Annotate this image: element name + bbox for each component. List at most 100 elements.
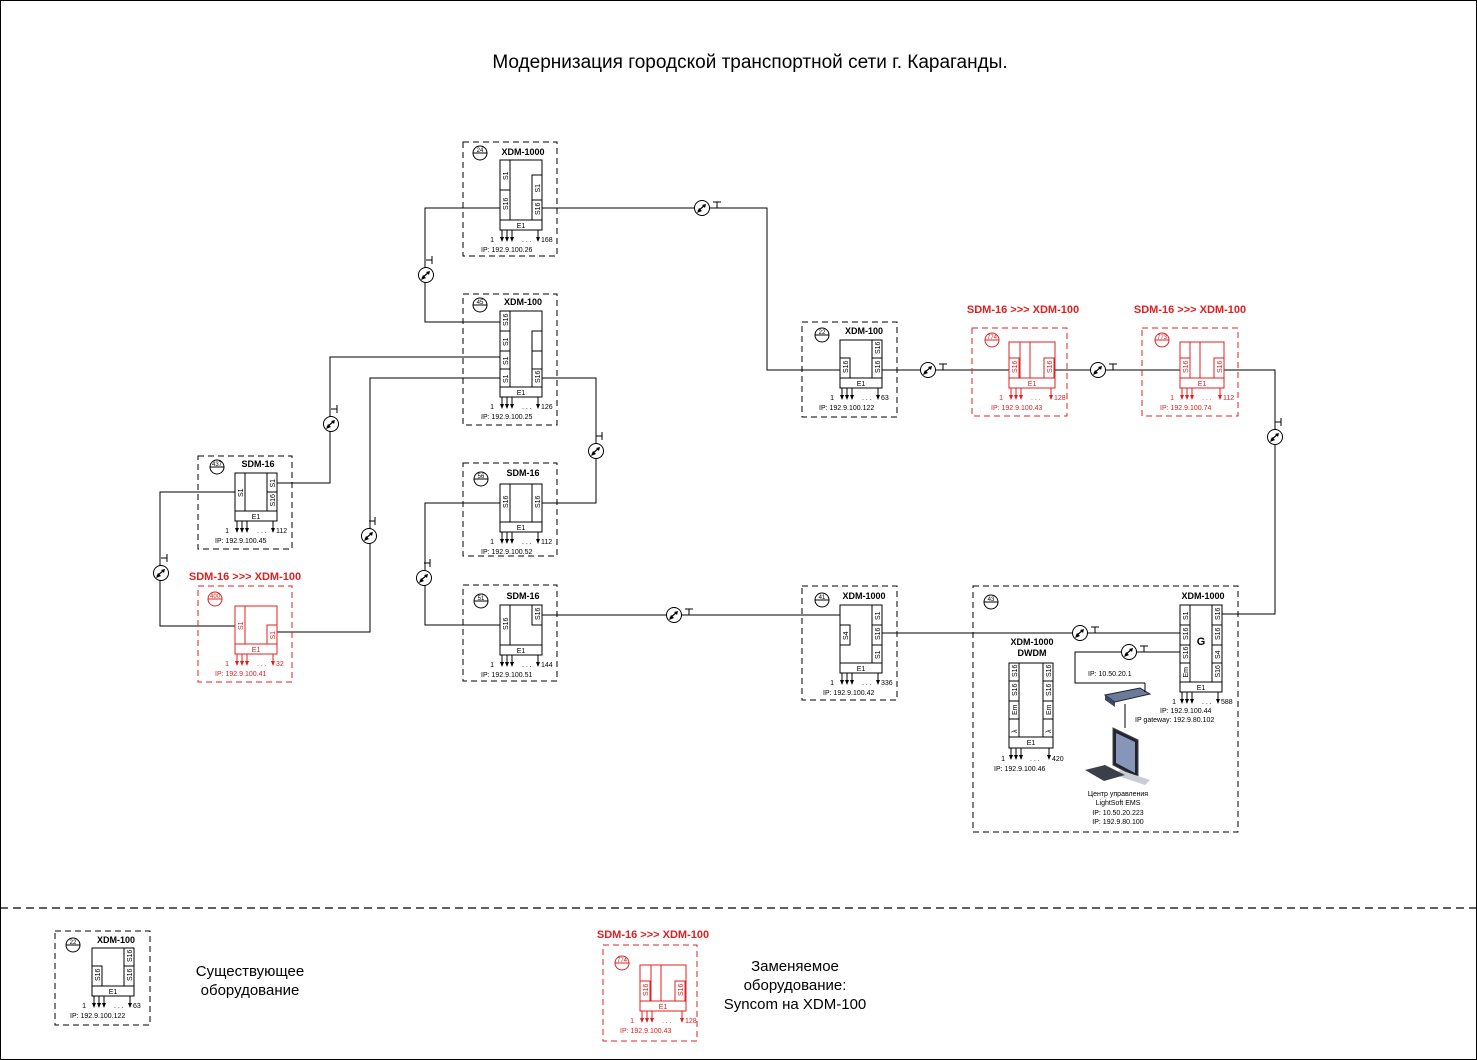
port-label: S1	[270, 631, 277, 640]
e1-label: E1	[109, 989, 118, 996]
port-label: S16	[270, 494, 277, 507]
port-label: S1	[503, 356, 510, 365]
amplifier-layer	[153, 200, 1283, 660]
e1-arrow-head	[235, 661, 239, 666]
amp-arrowhead	[156, 573, 161, 578]
e1-arrow-head	[845, 395, 849, 400]
range-start: 1	[1001, 756, 1005, 763]
port-label: S16	[1012, 664, 1019, 677]
e1-arrow-head	[510, 404, 514, 409]
port-slot	[531, 199, 543, 221]
port-label: S16	[1046, 683, 1053, 696]
site-number: 437	[212, 462, 223, 468]
node-border	[462, 462, 558, 557]
node-title: SDM-16 >>> XDM-100	[189, 571, 301, 583]
legend-existing-text: Существующее оборудование	[170, 962, 330, 1000]
node-ip: IP: 192.9.100.51	[481, 672, 532, 679]
e1-arrow-head	[510, 539, 514, 544]
device-body	[1179, 341, 1225, 389]
e1-dots: . . .	[862, 680, 872, 687]
diagram-title: Модернизация городской транспортной сети…	[492, 52, 1008, 73]
range-start: 1	[490, 237, 494, 244]
e1-arrow-head	[240, 661, 244, 666]
range-end: 144	[541, 662, 553, 669]
port-label: S16	[1183, 646, 1190, 659]
site-number: 773	[1157, 335, 1168, 341]
e1-arrow-head	[1185, 395, 1189, 400]
e1-label: E1	[659, 1004, 668, 1011]
port-slot	[1213, 357, 1225, 379]
port-label: S16	[127, 968, 134, 981]
port-label: S16	[1183, 627, 1190, 640]
port-label: λ	[1046, 729, 1053, 733]
port-label: S16	[1012, 683, 1019, 696]
e1-arrow-head	[680, 1018, 684, 1023]
port-label: S1	[503, 337, 510, 346]
amp-arrowhead	[591, 451, 596, 456]
e1-arrow-head	[500, 237, 504, 242]
node-title: SDM-16	[241, 459, 274, 469]
e1-arrow-head	[1216, 699, 1220, 704]
e1-arrow-head	[536, 404, 540, 409]
optical-amplifier-icon	[666, 607, 693, 623]
ems-ip1: IP: 10.50.20.223	[1092, 810, 1143, 817]
device-body	[91, 947, 135, 997]
site-number: 22	[70, 940, 77, 946]
port-label: S4	[843, 631, 850, 640]
node-border	[1141, 327, 1239, 417]
port-label: S1	[875, 650, 882, 659]
e1-dots: . . .	[522, 539, 532, 546]
node-ip: IP: 192.9.100.42	[823, 690, 874, 697]
e1-arrow-head	[640, 1018, 644, 1023]
e1-arrow-head	[1185, 699, 1189, 704]
node-border	[801, 321, 898, 418]
amp-arrowhead	[326, 424, 331, 429]
site-number: 400	[210, 594, 221, 600]
optical-amplifier-icon	[418, 256, 434, 283]
e1-arrow-head	[1180, 699, 1184, 704]
e1-dots: . . .	[1030, 756, 1040, 763]
port-slot	[266, 624, 278, 645]
port-label: S1	[503, 374, 510, 383]
e1-label: E1	[517, 648, 526, 655]
amp-arrowhead	[1075, 633, 1080, 638]
node-border	[54, 930, 151, 1026]
amp-arrowhead	[1124, 652, 1129, 657]
node-title: SDM-16	[506, 468, 539, 478]
port-label: S16	[503, 617, 510, 630]
port-label: S16	[1215, 627, 1222, 640]
optical-amplifier-icon	[1267, 418, 1283, 445]
range-start: 1	[999, 395, 1003, 402]
e1-arrow-head	[505, 237, 509, 242]
e1-dots: . . .	[662, 1018, 672, 1025]
e1-dots: . . .	[114, 1003, 124, 1010]
keyboard-icon	[1085, 765, 1125, 781]
site-number: 56	[478, 474, 485, 480]
e1-arrow-head	[645, 1018, 649, 1023]
amp-arrowhead	[424, 574, 428, 578]
range-end: 63	[133, 1003, 141, 1010]
port-label: S1	[238, 488, 245, 497]
range-start: 1	[830, 680, 834, 687]
dwdm-title-1: XDM-1000	[1010, 637, 1053, 647]
range-start: 1	[225, 528, 229, 535]
fiber-link	[277, 377, 500, 633]
e1-label: E1	[1198, 381, 1207, 388]
port-label: S1	[875, 611, 882, 620]
e1-arrow-head	[92, 1003, 96, 1008]
e1-arrow-head	[840, 680, 844, 685]
amp-arrowhead	[364, 536, 369, 541]
e1-label: E1	[252, 647, 261, 654]
optical-amplifier-icon	[694, 200, 721, 216]
e1-arrow-head	[1019, 395, 1023, 400]
port-slot	[839, 624, 851, 646]
amp-arrowhead	[697, 208, 702, 213]
amp-arrowhead	[669, 615, 674, 620]
site43-border	[972, 585, 1239, 833]
site-number: 45	[477, 300, 484, 306]
fiber-link	[277, 356, 500, 484]
device-body	[499, 159, 543, 231]
site-number: 24	[477, 148, 484, 154]
